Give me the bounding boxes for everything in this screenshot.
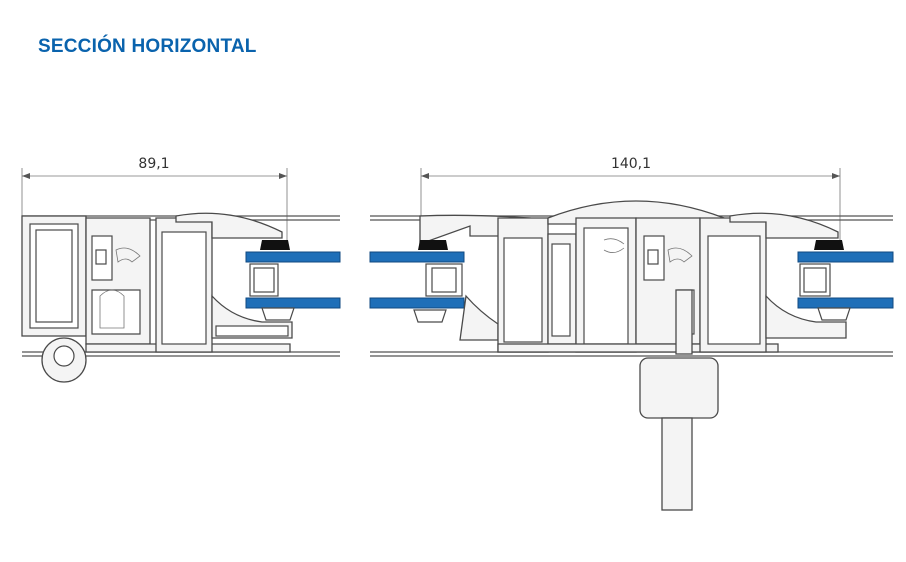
dimension-right-label: 140,1	[611, 156, 651, 172]
right-right-sash	[699, 212, 894, 353]
dimension-right: 140,1	[420, 156, 841, 240]
right-left-sash	[369, 214, 577, 353]
left-glass-unit	[245, 240, 341, 321]
dimension-left-label: 89,1	[138, 156, 169, 172]
left-frame-profile	[21, 212, 293, 353]
page-title: SECCIÓN HORIZONTAL	[38, 36, 257, 57]
roller-wheel	[41, 337, 87, 383]
handle	[639, 289, 719, 511]
dimension-left: 89,1	[21, 156, 288, 240]
